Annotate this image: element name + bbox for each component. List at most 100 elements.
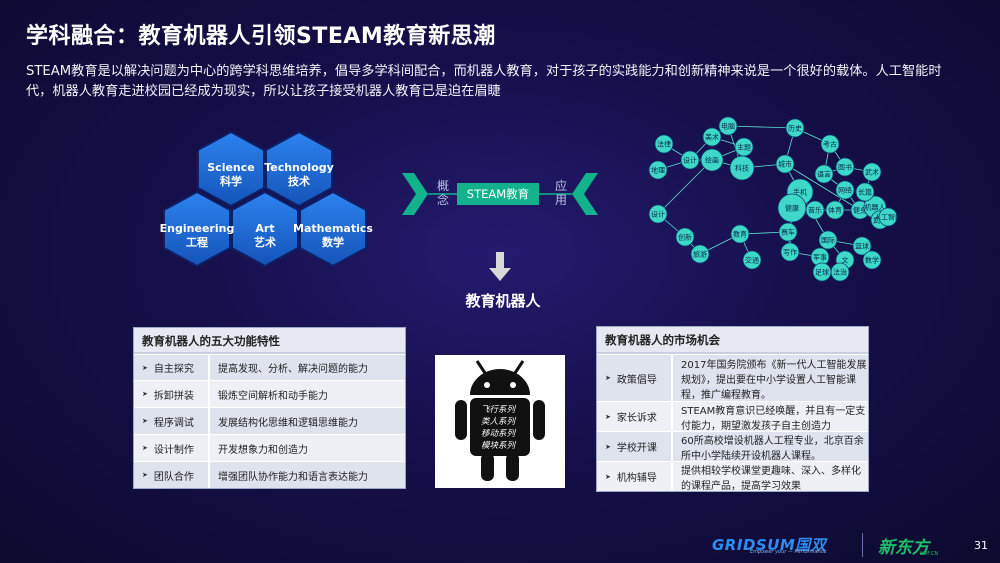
network-node bbox=[700, 148, 724, 172]
network-node bbox=[730, 224, 750, 244]
network-node bbox=[648, 160, 668, 180]
network-node-label: 音乐 bbox=[808, 206, 822, 215]
network-node-label: 网络 bbox=[838, 186, 852, 195]
bullet-arrow-icon: ➤ bbox=[142, 417, 148, 425]
hex-art bbox=[231, 190, 299, 268]
network-node-label: 交通 bbox=[745, 256, 759, 265]
network-node-label: 文 bbox=[842, 256, 849, 265]
network-node-label: 语言 bbox=[817, 170, 831, 179]
android-robot-image bbox=[435, 355, 565, 488]
features-table-row: ➤设计制作开发想象力和创造力 bbox=[134, 434, 405, 461]
network-node-label: 法治 bbox=[833, 268, 847, 277]
bullet-arrow-icon: ➤ bbox=[142, 444, 148, 452]
network-node bbox=[825, 200, 845, 220]
network-node bbox=[742, 250, 762, 270]
network-node-label: 地理 bbox=[651, 166, 665, 175]
network-node bbox=[818, 230, 838, 250]
network-node-label: 设计 bbox=[683, 156, 697, 165]
bullet-arrow-icon: ➤ bbox=[605, 442, 611, 451]
network-node-label: 体育 bbox=[828, 206, 842, 215]
features-table-row-name: ➤团队合作 bbox=[134, 462, 210, 488]
network-node bbox=[675, 227, 695, 247]
network-node-label: 电脑 bbox=[721, 122, 735, 131]
network-node bbox=[862, 162, 882, 182]
network-node bbox=[778, 222, 798, 242]
keyword-network-graph: 电脑美术主题法律设计科技历史地理绘画城市考古图书武术语言手机体育网络音乐健康健身… bbox=[648, 116, 900, 282]
features-table-row-name: ➤拆卸拼装 bbox=[134, 381, 210, 407]
down-arrow-icon bbox=[489, 252, 511, 281]
features-table-header: 教育机器人的五大功能特性 bbox=[134, 328, 405, 354]
features-table-row-name: ➤程序调试 bbox=[134, 408, 210, 434]
network-node-label: 健康 bbox=[785, 204, 799, 213]
network-node bbox=[777, 193, 807, 223]
features-table-row-desc: 提高发现、分析、解决问题的能力 bbox=[210, 355, 405, 380]
market-table-row-name: ➤学校开课 bbox=[597, 432, 673, 461]
network-node-label: 美术 bbox=[705, 133, 719, 142]
network-node-label: 历史 bbox=[788, 124, 802, 133]
bullet-arrow-icon: ➤ bbox=[605, 374, 611, 382]
network-node bbox=[855, 182, 875, 202]
network-node-label: 旅游 bbox=[693, 250, 707, 259]
network-node-label: 健身 bbox=[853, 206, 867, 215]
network-node-label: 长篇 bbox=[858, 188, 872, 197]
page-title: 学科融合：教育机器人引领STEAM教育新思潮 bbox=[26, 24, 496, 49]
network-node bbox=[862, 250, 882, 270]
network-node bbox=[852, 236, 872, 256]
network-node-label: 武术 bbox=[865, 168, 879, 177]
features-table-row-desc: 开发想象力和创造力 bbox=[210, 435, 405, 461]
network-node bbox=[835, 180, 855, 200]
market-table-header: 教育机器人的市场机会 bbox=[597, 327, 868, 354]
network-node-label: 城市 bbox=[778, 160, 792, 169]
gridsum-logo: GRIDSUM国双 bbox=[712, 536, 827, 554]
features-table-body: ➤自主探究提高发现、分析、解决问题的能力➤拆卸拼装锻炼空间解析和动手能力➤程序调… bbox=[134, 354, 405, 488]
network-node bbox=[814, 164, 834, 184]
network-edge bbox=[784, 163, 861, 211]
bullet-arrow-icon: ➤ bbox=[142, 390, 148, 398]
features-table-row-name: ➤自主探究 bbox=[134, 355, 210, 380]
xdf-logo-domain: XDF.CN bbox=[920, 551, 939, 557]
network-node-label: 国际 bbox=[821, 236, 835, 245]
network-node bbox=[785, 118, 805, 138]
intro-paragraph: STEAM教育是以解决问题为中心的跨学科思维培养，倡导多学科间配合，而机器人教育… bbox=[26, 64, 942, 99]
page-number: 31 bbox=[974, 539, 988, 552]
bullet-arrow-icon: ➤ bbox=[605, 472, 611, 481]
network-node-label: 机器人 bbox=[865, 203, 886, 212]
network-node-label: 手机 bbox=[793, 188, 807, 197]
network-node bbox=[780, 242, 800, 262]
hex-engineering bbox=[163, 190, 231, 268]
right-chevron-icon bbox=[572, 173, 598, 215]
network-node-label: 人工智能 bbox=[874, 213, 900, 222]
network-node-label: 写作 bbox=[783, 248, 797, 257]
network-node-label: 设计 bbox=[651, 210, 665, 219]
network-node bbox=[729, 155, 755, 181]
robot-label: 教育机器人 bbox=[465, 292, 541, 310]
network-node bbox=[830, 262, 850, 282]
features-table-row-name: ➤设计制作 bbox=[134, 435, 210, 461]
network-node-label: 科技 bbox=[735, 164, 749, 173]
market-table-row-name: ➤家长诉求 bbox=[597, 402, 673, 431]
market-table-row-name: ➤机构辅导 bbox=[597, 462, 673, 491]
market-table-row-desc: 提供相较学校课堂更趣味、深入、多样化的课程产品，提高学习效果 bbox=[673, 462, 868, 492]
steam-hexagon-cluster bbox=[163, 130, 367, 268]
bullet-arrow-icon: ➤ bbox=[142, 363, 148, 372]
gridsum-logo-tagline: Empower your — Performance bbox=[750, 549, 827, 555]
market-table-row-desc: STEAM教育意识已经唤醒，并且有一定支付能力，期望激发孩子自主创造力 bbox=[673, 402, 868, 432]
bullet-arrow-icon: ➤ bbox=[142, 471, 148, 479]
features-table-row-desc: 发展结构化思维和逻辑思维能力 bbox=[210, 408, 405, 434]
hex-science bbox=[197, 130, 265, 208]
features-table-row: ➤拆卸拼装锻炼空间解析和动手能力 bbox=[134, 380, 405, 407]
network-node bbox=[680, 150, 700, 170]
network-edge bbox=[727, 125, 796, 129]
network-node-label: 主题 bbox=[737, 143, 751, 152]
footer-divider bbox=[862, 533, 863, 557]
network-node-label: 绘画 bbox=[705, 156, 719, 165]
